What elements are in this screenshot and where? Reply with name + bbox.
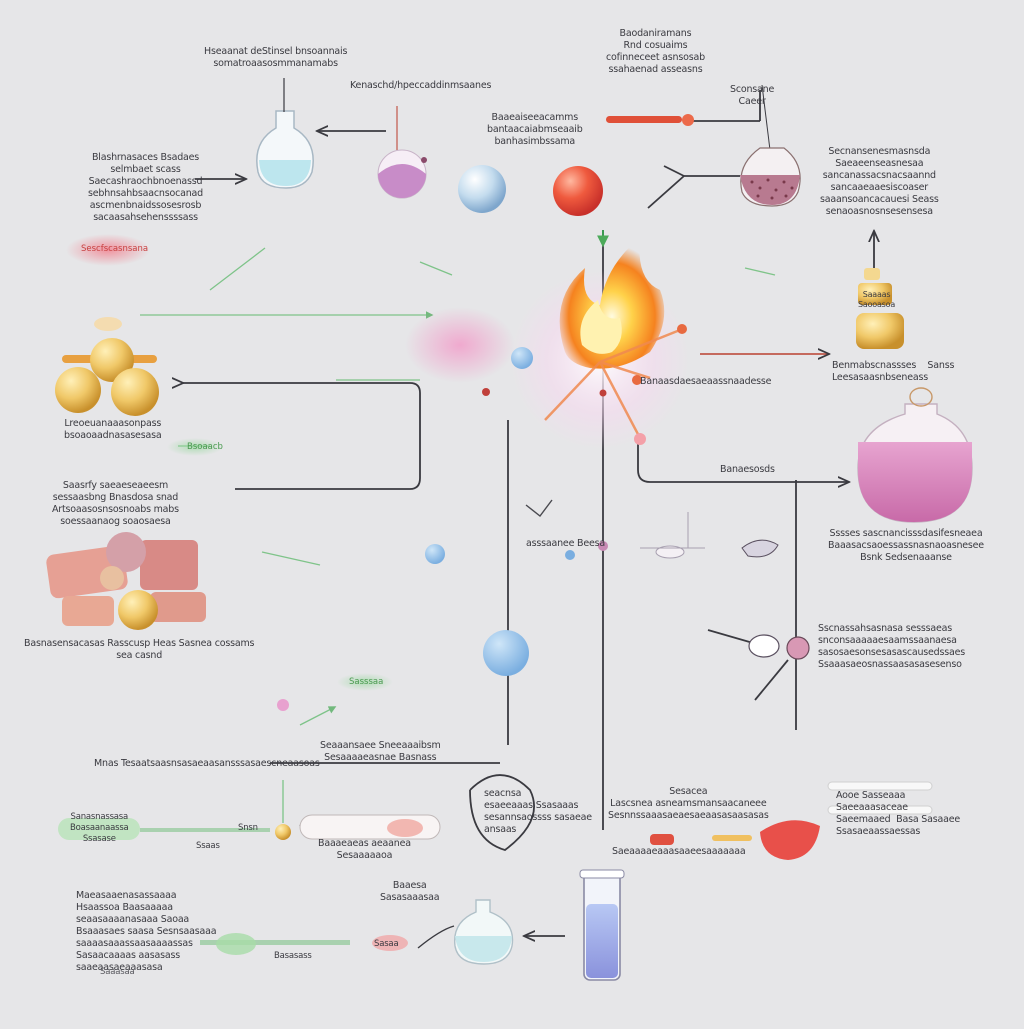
label-center-cluster-2: Sesacea Lascsnea asneamsmansaacaneee Ses… — [608, 786, 769, 821]
label-left-tag-green: Bsoaacb — [187, 442, 223, 452]
label-left-under-spheres: Lreoeuanaaasonpass bsoaoaadnasasesasa — [64, 418, 162, 441]
crystal-icon — [46, 532, 206, 630]
label-right-lower: Sscnassahsasnasa sesssaeas snconsaaaaaes… — [818, 623, 966, 670]
sphere-icon — [598, 541, 608, 551]
label-center-small-right: asssaanee Beesa — [526, 538, 606, 549]
crystal-icon — [856, 268, 904, 349]
label-top-left-heading: Hseaanat deStinsel bnsoannais somatroaas… — [204, 46, 348, 69]
label-right-small-pair: Benmabscnassses Sanss Leesasaasnbseneass — [832, 360, 955, 383]
label-right-pink-beaker: Sssses sascnancisssdasifesneaea Baaasacs… — [828, 528, 984, 563]
label-top-right-small: Sconsane Caeer — [730, 84, 775, 107]
label-center-cluster-1: seacnsa esaeeaaas Ssasaaas sesannsaossss… — [484, 788, 592, 835]
label-left-pill-1: Sanasnassasa Boasaanaassa Ssasase — [70, 812, 129, 844]
pipette-icon — [606, 84, 771, 151]
label-gold-crystal: Saaaas Saooasoa — [858, 290, 896, 309]
sphere-icon — [425, 544, 445, 564]
sphere-icon — [458, 165, 506, 213]
flame-icon — [405, 230, 690, 450]
beaker-icon — [740, 147, 801, 207]
label-bottom-left-block: Maeasaaenasassaaaa Hsaassoa Baasaaaaa se… — [76, 890, 217, 973]
label-right-heading: Secnansenesmasnsda Saeaeenseasnesaa sanc… — [820, 146, 939, 217]
label-pill-small-2: Ssaas — [196, 841, 220, 851]
crystal-icon — [525, 499, 553, 517]
label-center-bottom-2: Saeaaaaeaaasaaeesaaaaaaa — [612, 846, 746, 857]
label-center-top: Baaeaiseeacamms bantaacaiabmseaaib banha… — [487, 112, 583, 147]
label-bottom-small: Saaasaa — [100, 967, 135, 977]
label-left-tag-red: Sescfscasnsana — [81, 244, 149, 254]
crystal-icon — [55, 317, 159, 416]
label-center-mid: Banaasdaesaeaassnaadesse — [640, 376, 772, 387]
label-top-center-small: Kenaschd/hpeccaddinmsaanes — [350, 80, 492, 91]
label-bottom-pill-1: Basasass — [274, 951, 312, 961]
label-bottom-pill-2: Sasaa — [374, 939, 399, 949]
label-left-blocks: Basnasensacasas Rasscusp Heas Sasnea cos… — [24, 638, 255, 661]
label-center-lower: Seaaansaee Sneeaaaibsm Sesaaaaeasnae Bas… — [320, 740, 441, 763]
round-flask-icon — [640, 512, 810, 660]
test-tube-icon — [579, 869, 625, 981]
pipette-icon — [58, 781, 933, 860]
label-left-mid-heading: Saasrfy saeaeseaeesm sessaasbng Bnasdosa… — [52, 480, 179, 527]
label-left-lower-long: Mnas Tesaatsaasnsasaeaasansssasaescneaas… — [94, 758, 320, 769]
label-left-tag-green-2: Sasssaa — [349, 677, 384, 687]
label-left-heading: Blashrnasaces Bsadaes selmbaet scass Sae… — [88, 152, 204, 223]
sphere-icon — [483, 630, 529, 676]
sphere-icon — [565, 550, 575, 560]
sphere-icon — [553, 166, 603, 216]
round-flask-icon — [377, 106, 427, 199]
label-bottom-center: Baaesa Sasasaaasaa — [380, 880, 440, 903]
label-center-bottom-1: Baaaeaeas aeaanea Sesaaaaaoa — [318, 838, 411, 861]
label-top-right-heading: Baodaniramans Rnd cosuaims cofinneceet a… — [606, 28, 705, 75]
flask-icon — [417, 899, 514, 965]
flask-icon — [256, 78, 314, 189]
label-right-mid: Banaesosds — [720, 464, 775, 475]
label-right-pipette: Aooe Sasseaaa Saeeaaasaceae Saeemaaed Ba… — [836, 790, 961, 837]
label-pill-small-1: Snsn — [238, 823, 258, 833]
beaker-icon — [857, 387, 973, 523]
pipette-icon — [200, 933, 408, 955]
